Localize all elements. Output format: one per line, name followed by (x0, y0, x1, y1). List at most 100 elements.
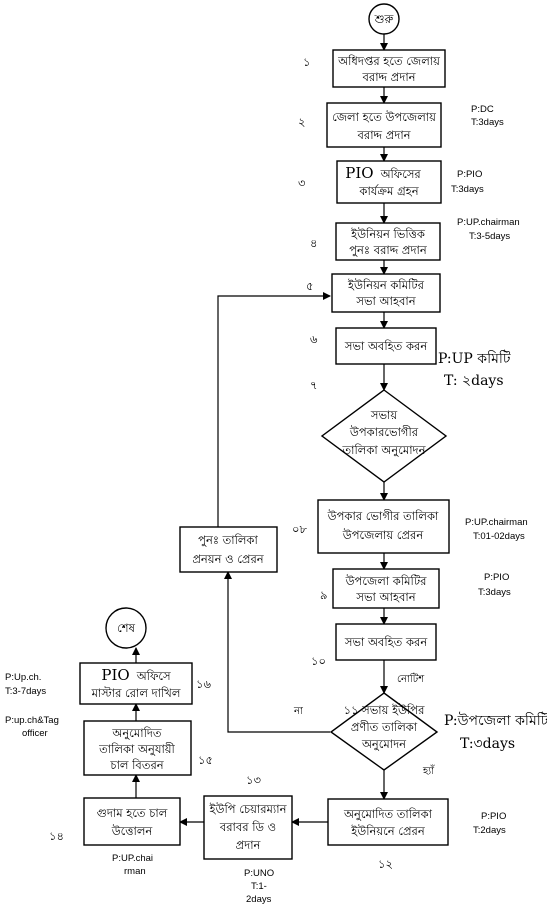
resp-14-person-cont: rman (124, 866, 146, 877)
resp-7-time: T: ২days (444, 373, 504, 389)
end-node: শেষ (105, 607, 147, 649)
decision-11-line-3: অনুমোদন (361, 737, 407, 752)
edge-11-redo (224, 571, 330, 733)
step-1-line-1: অধিদপ্তর হতে জেলায় (337, 54, 441, 68)
decision-7: সভায় উপকারভোগীর তালিকা অনুমোদন (320, 389, 448, 483)
step-6-line-1: সভা অবহিত করন (344, 339, 429, 353)
step-9-box: উপজেলা কমিটির সভা আহবান (332, 568, 440, 609)
resp-13-person: P:UNO (244, 868, 274, 879)
step-10-line-1: সভা অবহিত করন (344, 635, 429, 649)
resp-9-time: T:3days (478, 587, 511, 598)
resp-3-person: P:PIO (457, 169, 482, 180)
step-14-line-1: গুদাম হতে চাল (97, 806, 169, 820)
step-12-line-1: অনুমোদিত তালিকা (343, 807, 433, 822)
step-9-line-2: সভা আহবান (355, 590, 416, 604)
resp-13-days: 2days (246, 894, 272, 905)
no-label: না (293, 706, 304, 717)
resp-15-person: P:up.ch&Tag (5, 715, 59, 726)
step-16-office: অফিসে (136, 669, 172, 683)
start-label: শুরু (374, 12, 395, 26)
step-number-12: ১২ (378, 857, 393, 871)
step-4-box: ইউনিয়ন ভিত্তিক পুনঃ বরাদ্দ প্রদান (335, 222, 441, 261)
step-13-line-2: বরাবর ডি ও (219, 820, 276, 834)
step-2-line-2: বরাদ্দ প্রদান (356, 128, 411, 142)
step-number-16: ১৬ (196, 677, 211, 691)
step-number-7: ৭ (310, 378, 317, 392)
step-15-line-1: অনুমোদিত (111, 726, 162, 741)
step-14-line-2: উত্তোলন (111, 824, 154, 838)
resp-16-person: P:Up.ch. (5, 672, 41, 683)
step-1-line-2: বরাদ্দ প্রদান (361, 70, 416, 84)
step-5-line-2: সভা আহবান (355, 294, 416, 308)
edge-labels: নোটিশ না হ্যাঁ (293, 672, 435, 777)
step-8-box: উপকার ভোগীর তালিকা উপজেলায় প্রেরন (317, 499, 450, 554)
resp-12-person: P:PIO (481, 811, 506, 822)
resp-9-person: P:PIO (484, 572, 509, 583)
step-3-line-2: কার্যক্রম গ্রহন (358, 184, 419, 198)
step-12-box: অনুমোদিত তালিকা ইউনিয়নে প্রেরন (327, 798, 449, 846)
step-16-box: PIO অফিসে মাস্টার রোল দাখিল (79, 662, 193, 705)
step-number-2: ২ (298, 115, 305, 129)
step-number-10: ১০ (311, 654, 326, 668)
step-4-line-2: পুনঃ বরাদ্দ প্রদান (349, 243, 428, 258)
step-6-box: সভা অবহিত করন (335, 327, 437, 365)
decision-7-line-2: উপকারভোগীর (349, 425, 419, 439)
edge-redo-5 (217, 292, 331, 527)
resp-4-time: T:3-5days (469, 231, 510, 242)
decision-11-line-2: প্রণীত তালিকা (351, 720, 418, 734)
step-13-line-3: প্রদান (236, 838, 262, 852)
edges (132, 34, 388, 826)
resp-2-person: P:DC (471, 104, 494, 115)
step-8-line-1: উপকার ভোগীর তালিকা (327, 509, 439, 523)
resp-7-person: P:UP কমিটি (438, 350, 511, 367)
resp-2-time: T:3days (471, 117, 504, 128)
decision-11-line-1: ১১ সভায় ইউপির (344, 703, 426, 717)
step-4-line-1: ইউনিয়ন ভিত্তিক (350, 227, 426, 241)
step-number-9: ৯ (320, 588, 327, 602)
responsibility-labels: P:DC T:3days P:PIO T:3days P:UP.chairman… (5, 104, 547, 905)
decision-11: ১১ সভায় ইউপির প্রণীত তালিকা অনুমোদন (329, 692, 439, 771)
step-3-office: অফিসের (380, 167, 422, 181)
step-number-13: ১৩ (246, 773, 261, 787)
step-2-line-1: জেলা হতে উপজেলায় (332, 110, 437, 124)
step-14-box: গুদাম হতে চাল উত্তোলন (83, 797, 181, 846)
step-number-3: ৩ (298, 176, 306, 190)
step-10-box: সভা অবহিত করন (335, 623, 437, 661)
start-node: শুরু (368, 3, 400, 35)
step-3-box: PIO অফিসের কার্যক্রম গ্রহন (336, 160, 442, 204)
step-5-line-1: ইউনিয়ন কমিটির (347, 278, 425, 292)
step-number-14: ১৪ (49, 829, 64, 843)
step-number-15: ১৫ (198, 753, 213, 767)
redo-line-2: প্রনয়ন ও প্রেরন (192, 552, 264, 566)
resp-4-person: P:UP.chairman (457, 217, 520, 228)
step-15-box: অনুমোদিত তালিকা অনুযায়ী চাল বিতরন (83, 720, 192, 776)
step-13-box: ইউপি চেয়ারম্যান বরাবর ডি ও প্রদান (203, 795, 293, 860)
step-numbers: ১ ২ ৩ ৪ ৫ ৬ ৭ ০৮ ৯ ১০ ১২ ১৩ ১৪ ১৫ ১৬ (49, 55, 393, 871)
step-number-8: ০৮ (292, 522, 307, 536)
notice-label: নোটিশ (397, 672, 425, 685)
step-number-6: ৬ (310, 332, 318, 346)
step-13-line-1: ইউপি চেয়ারম্যান (209, 802, 288, 816)
resp-11-person: P:উপজেলা কমিটি (444, 712, 547, 729)
resp-11-time: T:৩days (460, 736, 515, 752)
resp-14-person: P:UP.chai (112, 853, 153, 864)
step-1-box: অধিদপ্তর হতে জেলায় বরাদ্দ প্রদান (332, 49, 446, 88)
yes-label: হ্যাঁ (422, 764, 435, 777)
step-3-line-1: PIO অফিসের (345, 164, 421, 182)
resp-13-time: T:1- (251, 881, 267, 892)
step-9-line-1: উপজেলা কমিটির (345, 574, 428, 588)
resp-15-person-cont: officer (22, 728, 48, 739)
resp-12-time: T:2days (473, 825, 506, 836)
step-16-pio: PIO (101, 666, 129, 684)
decision-7-line-3: তালিকা অনুমোদন (342, 443, 427, 458)
step-5-box: ইউনিয়ন কমিটির সভা আহবান (331, 273, 441, 313)
resp-8-person: P:UP.chairman (465, 517, 528, 528)
resp-3-time: T:3days (451, 184, 484, 195)
resp-16-time: T:3-7days (5, 686, 46, 697)
redo-line-1: পুনঃ তালিকা (198, 533, 258, 548)
step-8-line-2: উপজেলায় প্রেরন (342, 528, 425, 542)
step-15-line-2: তালিকা অনুযায়ী (98, 742, 175, 757)
step-12-line-2: ইউনিয়নে প্রেরন (350, 824, 426, 838)
step-16-line-2: মাস্টার রোল দাখিল (91, 686, 182, 700)
